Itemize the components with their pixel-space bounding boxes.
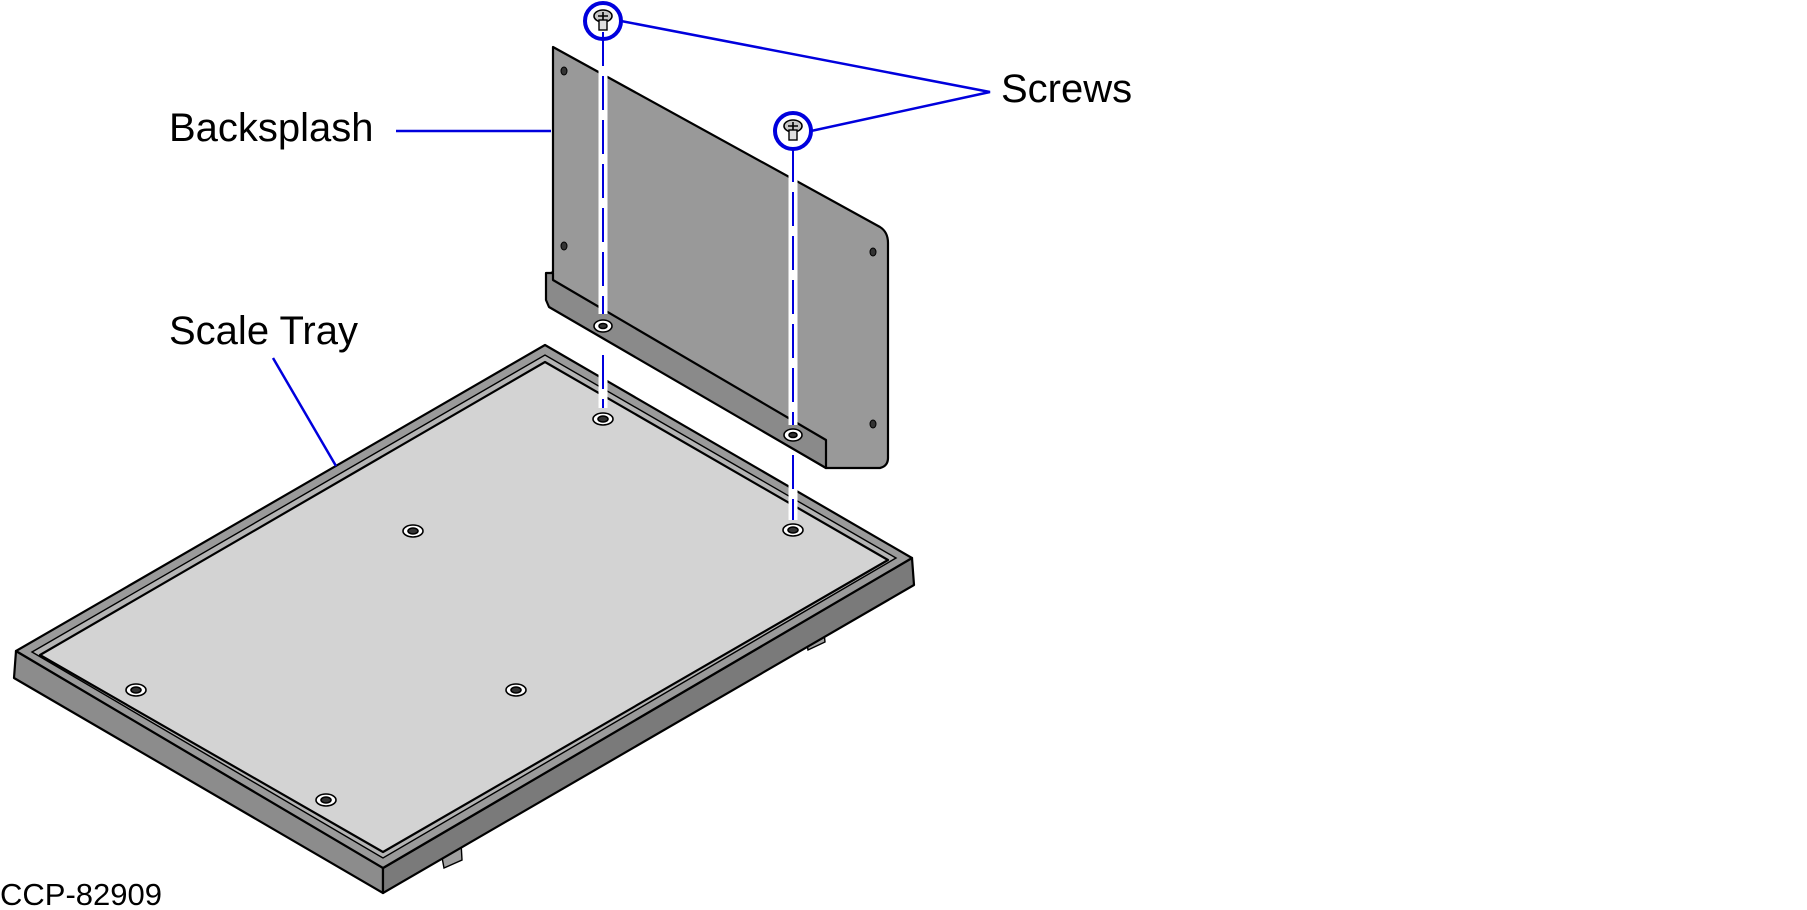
backsplash-panel — [549, 45, 890, 470]
backsplash-flange — [544, 271, 828, 470]
backsplash-holes — [560, 66, 877, 429]
scale-tray-leader — [271, 357, 338, 467]
screw-1 — [583, 1, 623, 41]
scale-tray-label: Scale Tray — [169, 309, 358, 353]
figure-id: CCP-82909 — [0, 877, 162, 910]
screws-label: Screws — [1001, 67, 1132, 111]
backsplash-label: Backsplash — [169, 106, 374, 150]
backsplash — [544, 45, 890, 470]
tray-holes — [125, 412, 804, 807]
tray-surface — [38, 360, 890, 854]
callout-leaders — [271, 19, 991, 467]
scale-tray — [12, 343, 916, 895]
screws-leader — [620, 19, 991, 133]
screw-2 — [773, 111, 813, 151]
screw-axis-lines — [598, 32, 798, 520]
